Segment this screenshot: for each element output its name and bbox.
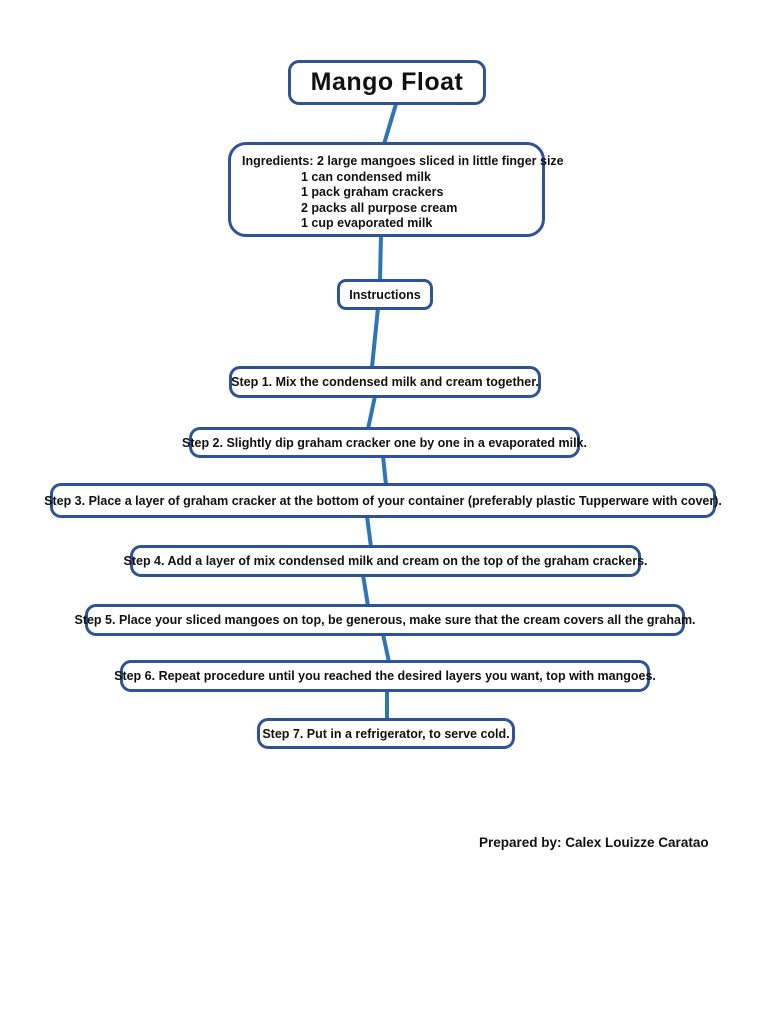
step-4-text: Step 4. Add a layer of mix condensed mil… [123,554,648,568]
connector-step2-step3 [381,455,388,486]
step-6-box: Step 6. Repeat procedure until you reach… [114,660,656,692]
instructions-label: Instructions [349,287,421,302]
ingredients-line: 2 packs all purpose cream [301,200,458,215]
page-title: Mango Float [310,68,464,96]
step-5-text: Step 5. Place your sliced mangoes on top… [74,613,696,627]
instructions-box: Instructions [337,279,433,310]
ingredients-line: 1 cup evaporated milk [301,216,433,231]
step-5-box: Step 5. Place your sliced mangoes on top… [74,604,696,636]
ingredients-line: 1 pack graham crackers [301,185,444,200]
step-4-box: Step 4. Add a layer of mix condensed mil… [124,545,648,577]
ingredients-box: Ingredients: 2 large mangoes sliced in l… [228,142,564,237]
step-3-box: Step 3. Place a layer of graham cracker … [44,483,722,518]
connector-instructions-step1 [370,307,380,368]
connector-step3-step4 [365,515,373,548]
connector-step5-step6 [381,633,391,663]
step-2-box: Step 2. Slightly dip graham cracker one … [182,427,587,458]
prepared-by-credit: Prepared by: Calex Louizze Caratao [479,835,709,850]
step-7-box: Step 7. Put in a refrigerator, to serve … [257,718,515,749]
step-3-text: Step 3. Place a layer of graham cracker … [44,493,722,508]
step-2-text: Step 2. Slightly dip graham cracker one … [182,435,587,450]
ingredients-line: 1 can condensed milk [301,169,431,184]
step-7-text: Step 7. Put in a refrigerator, to serve … [262,726,510,741]
step-1-text: Step 1. Mix the condensed milk and cream… [231,375,539,389]
connector-step4-step5 [361,574,370,607]
connector-ingredients-instructions [378,234,383,282]
connector-step1-step2 [366,395,377,430]
step-6-text: Step 6. Repeat procedure until you reach… [114,669,656,683]
connector-title-ingredients [382,103,398,145]
title-box: Mango Float [288,60,486,105]
ingredients-line: Ingredients: 2 large mangoes sliced in l… [242,154,564,168]
step-1-box: Step 1. Mix the condensed milk and cream… [229,366,541,398]
